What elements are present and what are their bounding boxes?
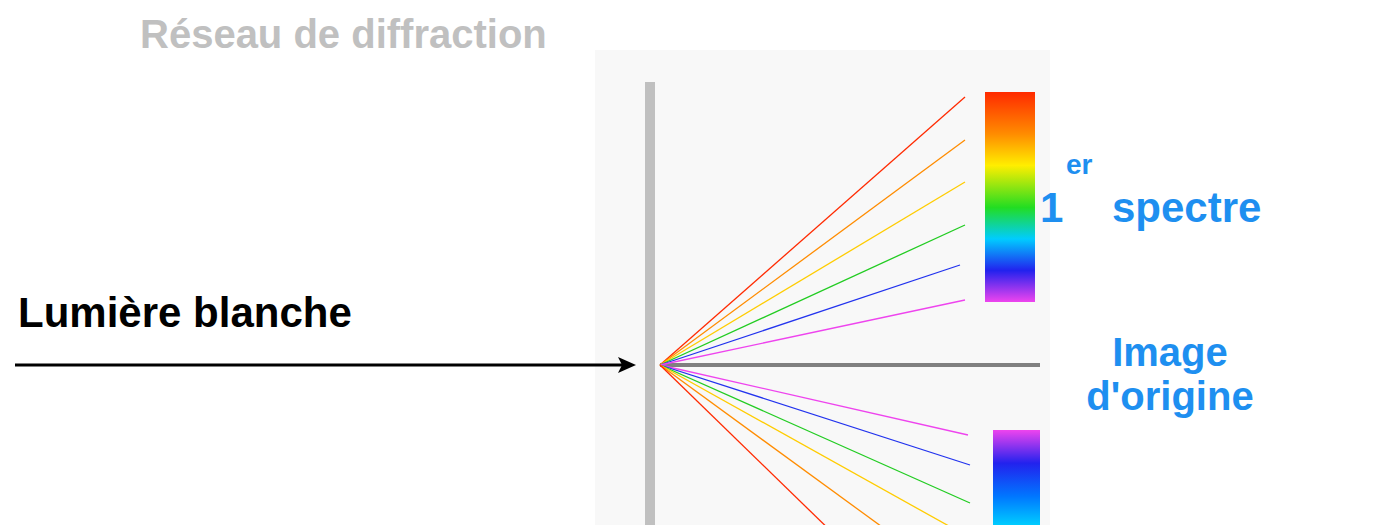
title-label: Réseau de diffraction: [140, 12, 547, 56]
order-suffix: er: [1066, 150, 1092, 181]
zero-order-line: [660, 363, 1040, 367]
arrow-head: [618, 357, 636, 373]
incident-ray: [15, 364, 622, 367]
second-spectrum: [993, 430, 1040, 525]
order-number: 1: [1040, 185, 1063, 231]
first-spectrum: [985, 92, 1035, 302]
grating: [645, 82, 655, 525]
grating-panel: [595, 50, 1050, 525]
diffracted-rays: [660, 97, 970, 525]
light-label: Lumière blanche: [18, 290, 352, 336]
origin-label: Image d'origine: [1050, 330, 1290, 418]
spectrum-label: spectre: [1112, 185, 1261, 231]
